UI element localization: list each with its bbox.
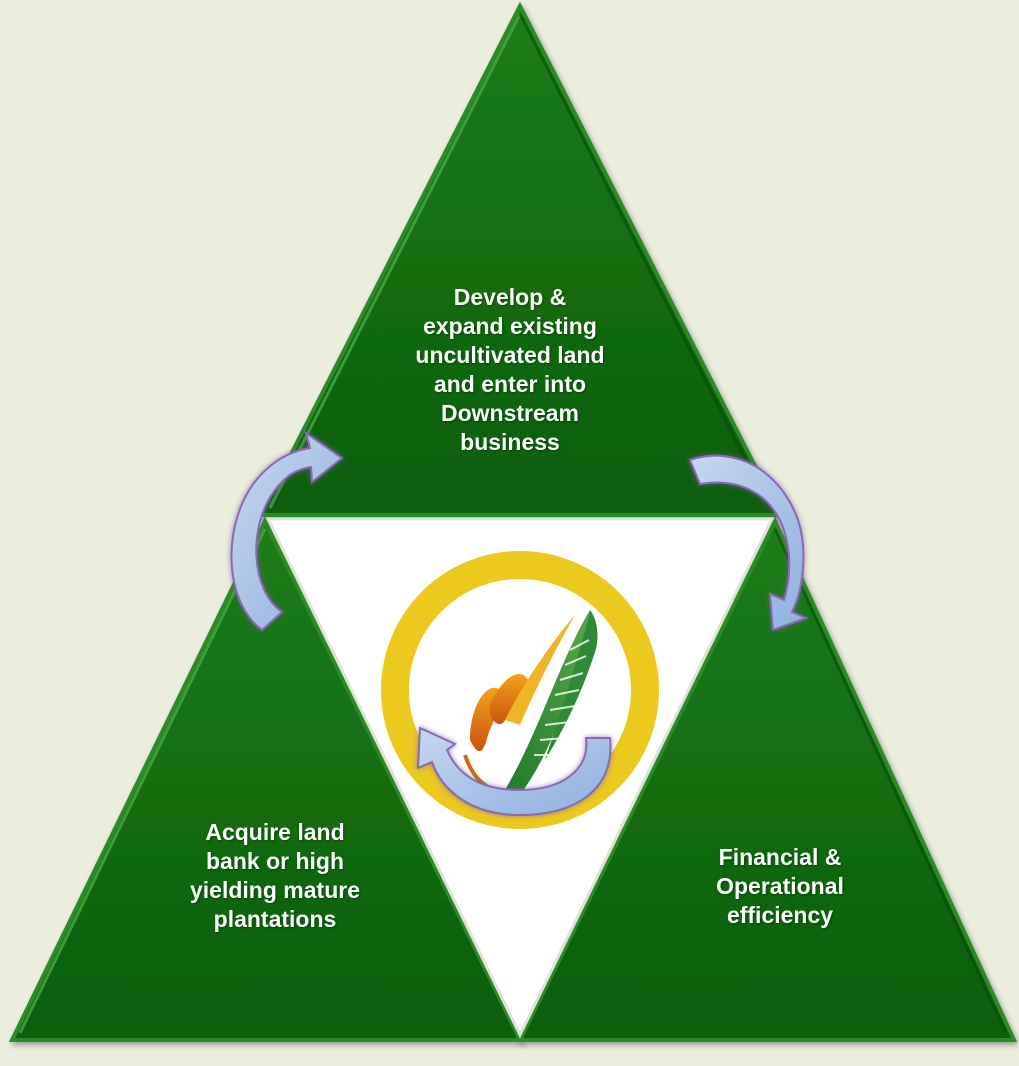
top-text-line: uncultivated land	[415, 342, 605, 368]
top-text-line: Downstream	[440, 400, 580, 426]
bottom-right-text-line: Financial &	[718, 844, 842, 870]
bottom-right-segment-triangle	[516, 516, 1018, 1042]
bottom-left-text-line: plantations	[213, 906, 337, 932]
top-text-line: Develop &	[453, 284, 567, 310]
top-text-line: expand existing	[423, 313, 597, 339]
bottom-right-text-line: efficiency	[726, 902, 834, 928]
bottom-left-text-line: Acquire land	[205, 819, 345, 845]
top-text-line: business	[460, 429, 560, 455]
bottom-left-segment-triangle	[8, 516, 524, 1042]
bottom-left-text-line: yielding mature	[190, 877, 360, 903]
curved-arrow-icon	[230, 430, 809, 817]
bottom-right-segment-text: Financial & Operational efficiency	[650, 843, 910, 930]
top-text-line: and enter into	[433, 371, 587, 397]
bottom-left-segment-text: Acquire land bank or high yielding matur…	[140, 818, 410, 934]
bottom-right-text-line: Operational	[716, 873, 844, 899]
bottom-left-text-line: bank or high	[206, 848, 344, 874]
top-segment-text: Develop & expand existing uncultivated l…	[360, 283, 660, 457]
top-segment-triangle	[256, 1, 784, 517]
